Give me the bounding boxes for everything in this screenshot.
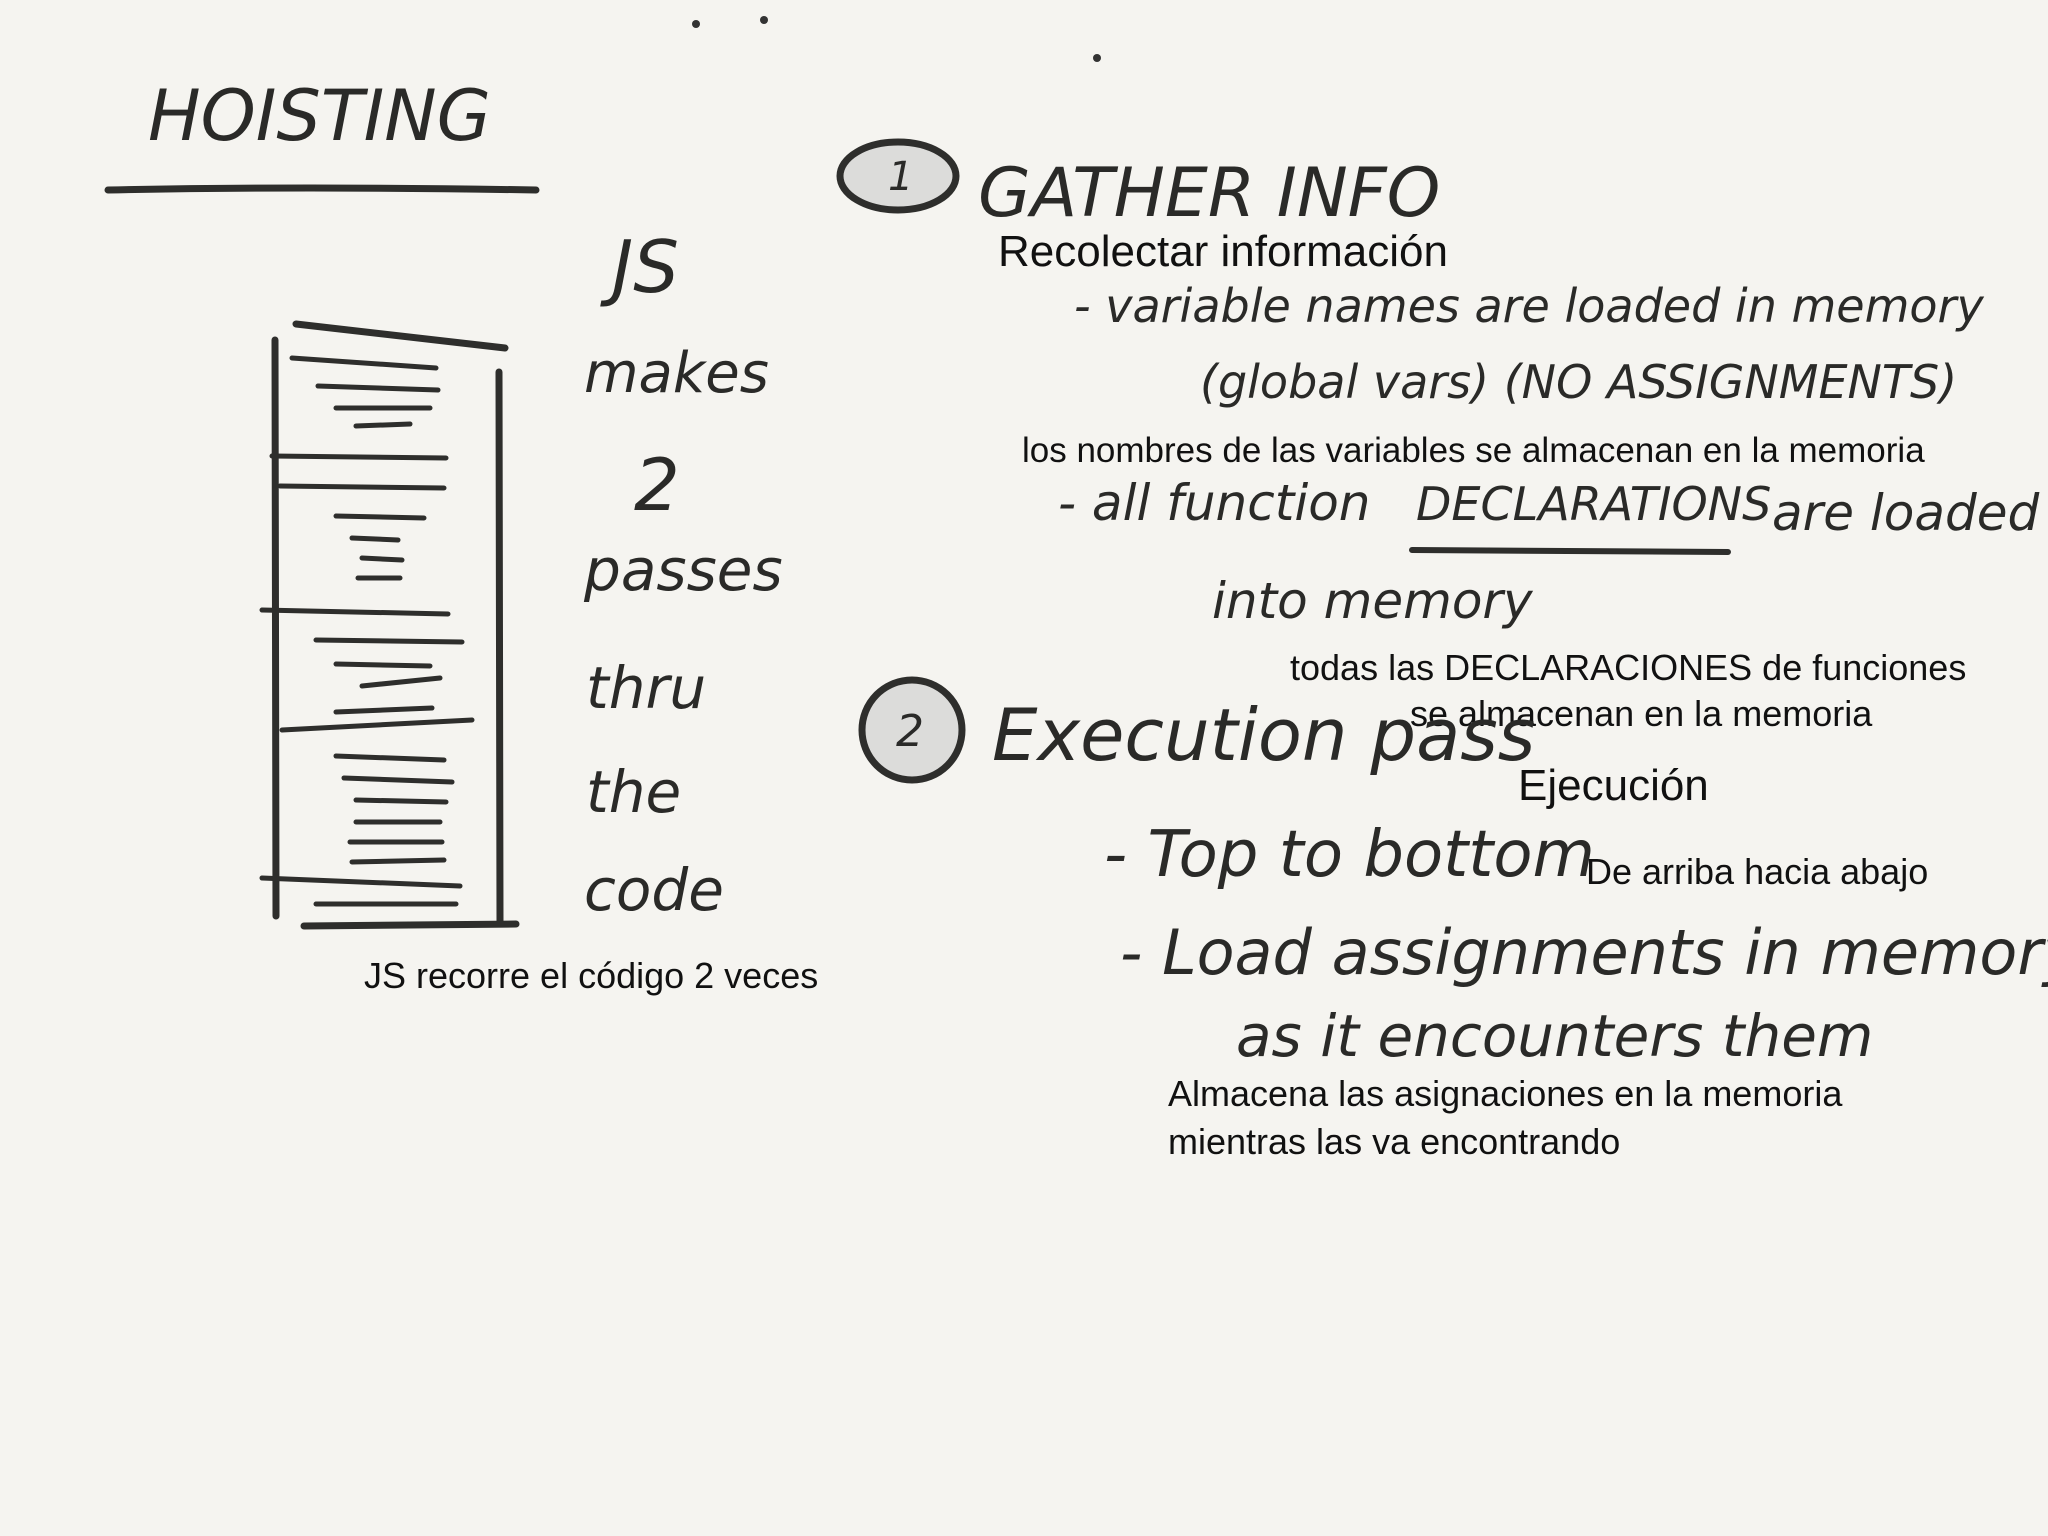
step-1-heading: GATHER INFO bbox=[978, 154, 1440, 233]
left-caption-es: JS recorre el código 2 veces bbox=[364, 955, 818, 996]
step-1-bullet-2-line-2: into memory bbox=[1212, 572, 1534, 630]
left-word-2: 2 bbox=[634, 443, 680, 527]
step-2-bullet-1: - Top to bottom bbox=[1104, 818, 1595, 892]
left-word-passes: passes bbox=[583, 536, 783, 604]
step-1-bullet-1-line-1: - variable names are loaded in memory bbox=[1074, 279, 1984, 333]
step-1-bullet-1-line-2: (global vars) (NO ASSIGNMENTS) bbox=[1200, 355, 1957, 409]
declarations-underline bbox=[1409, 547, 1731, 555]
step-2-heading: Execution pass bbox=[992, 693, 1535, 777]
page-title: HOISTING bbox=[148, 75, 491, 157]
left-column: JS makes 2 passes thru the code JS recor… bbox=[364, 225, 818, 996]
step-1-bullet-2-es-line-2: se almacenan en la memoria bbox=[1410, 693, 1873, 734]
step-2-bullet-2-es-line-1: Almacena las asignaciones en la memoria bbox=[1168, 1073, 1843, 1114]
left-word-js: JS bbox=[600, 225, 679, 309]
step-2: 2 Execution pass Ejecución - Top to bott… bbox=[858, 676, 2048, 1162]
step-1-number: 1 bbox=[888, 154, 913, 200]
step-2-bullet-2-line-2: as it encounters them bbox=[1236, 1002, 1873, 1070]
step-1-heading-es: Recolectar información bbox=[998, 227, 1448, 276]
title-underline bbox=[104, 184, 540, 194]
step-1-circle bbox=[836, 138, 960, 214]
step-2-number: 2 bbox=[896, 706, 924, 757]
left-word-code: code bbox=[584, 856, 724, 924]
left-word-makes: makes bbox=[584, 341, 769, 406]
step-1-bullet-2-suffix: are loaded bbox=[1772, 484, 2039, 542]
step-1-bullet-2-prefix: - all function bbox=[1058, 474, 1371, 532]
step-2-bullet-2-line-1: - Load assignments in memory bbox=[1120, 916, 2048, 989]
step-2-bullet-2-es-line-2: mientras las va encontrando bbox=[1168, 1121, 1620, 1162]
step-2-circle bbox=[858, 676, 966, 784]
left-word-the: the bbox=[586, 758, 681, 826]
step-2-heading-es: Ejecución bbox=[1518, 761, 1709, 810]
step-1-bullet-2-es-line-1: todas las DECLARACIONES de funciones bbox=[1290, 647, 1966, 688]
step-1: 1 GATHER INFO Recolectar información - v… bbox=[836, 138, 2039, 734]
step-2-bullet-1-es: De arriba hacia abajo bbox=[1586, 851, 1928, 892]
code-sketch bbox=[259, 320, 520, 930]
stray-dots bbox=[692, 16, 1101, 62]
step-1-bullet-1-es: los nombres de las variables se almacena… bbox=[1022, 431, 1925, 470]
left-word-thru: thru bbox=[586, 654, 706, 722]
step-1-bullet-2-emph: DECLARATIONS bbox=[1416, 477, 1771, 531]
